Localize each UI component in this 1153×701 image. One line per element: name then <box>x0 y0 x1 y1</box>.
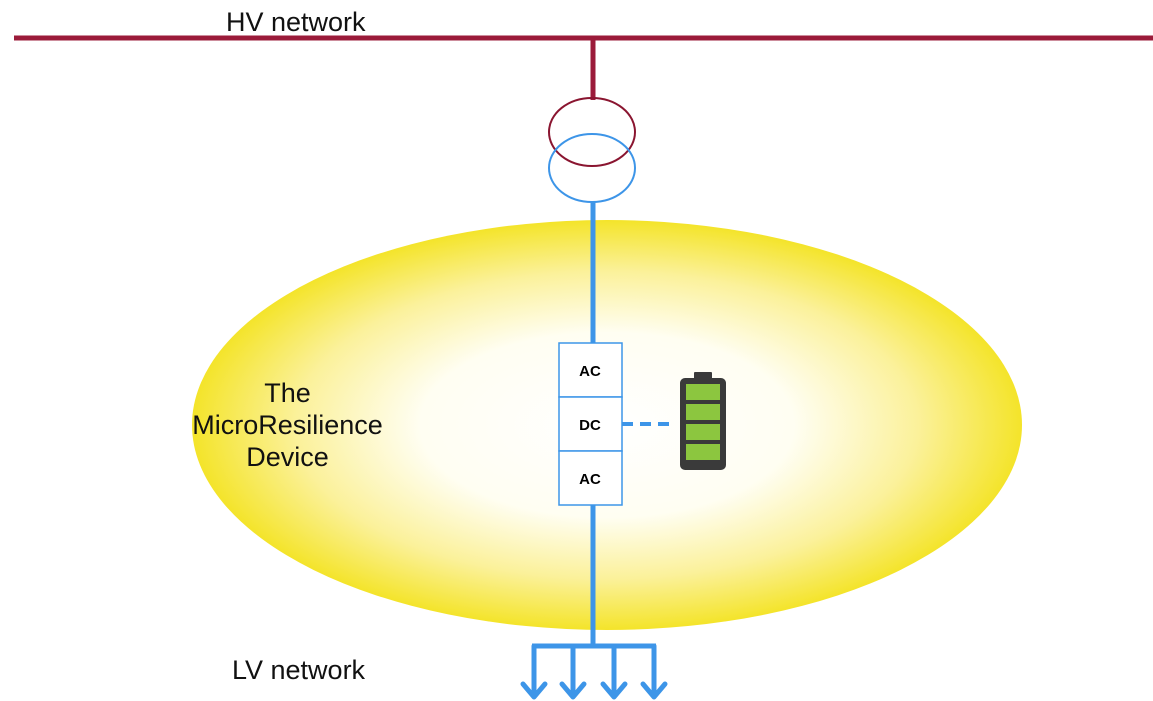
converter-ac-bottom-label: AC <box>579 471 601 488</box>
device-label-line-2: MicroResilience <box>192 410 383 440</box>
converter-ac-top-box <box>558 342 623 398</box>
transformer-primary-winding <box>548 97 636 167</box>
device-label: The MicroResilience Device <box>160 377 415 473</box>
feeder-arrow <box>520 643 548 700</box>
device-label-line-1: The <box>264 378 311 408</box>
converter-dc-label: DC <box>579 417 601 434</box>
feeder-arrow <box>559 643 587 700</box>
transformer-secondary-winding <box>548 133 636 203</box>
transformer-icon <box>548 97 636 203</box>
hv-network-label: HV network <box>226 7 366 37</box>
battery-cell <box>686 444 720 460</box>
battery-cell <box>686 424 720 440</box>
converter-ac-top-label: AC <box>579 363 601 380</box>
battery-cell <box>686 384 720 400</box>
feeder-arrow <box>640 643 668 700</box>
converter-block: AC DC AC <box>558 342 623 506</box>
arrow-down-icon <box>520 643 668 700</box>
lv-network-label: LV network <box>232 655 366 685</box>
battery-icon <box>680 372 726 470</box>
feeder-arrow <box>600 643 628 700</box>
device-label-line-3: Device <box>246 442 329 472</box>
battery-cell <box>686 404 720 420</box>
